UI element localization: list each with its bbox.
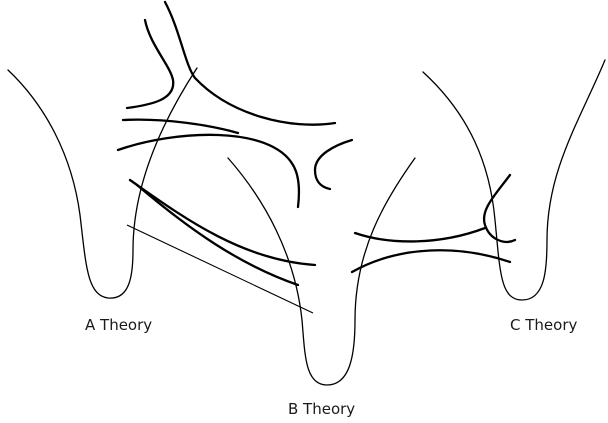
arc-small-hook: [313, 138, 354, 191]
theory-b-well: [227, 157, 416, 386]
arc-right-cross-lower: [350, 249, 512, 274]
connector-line: [126, 224, 314, 314]
label-a-theory: A Theory: [85, 316, 152, 334]
label-b-theory: B Theory: [288, 400, 355, 418]
theory-a-well: [7, 67, 198, 299]
arc-right-cross-upper: [353, 226, 487, 243]
arc-s-hook: [125, 18, 175, 110]
arc-right-loop: [482, 173, 517, 244]
arc-upper-sweep: [116, 133, 301, 209]
arc-lower-diagonal: [135, 183, 300, 287]
theory-c-well: [422, 59, 606, 301]
arc-left-hook: [121, 118, 240, 135]
arc-top-strand: [163, 0, 337, 126]
label-c-theory: C Theory: [510, 316, 577, 334]
arc-middle-curve: [128, 178, 317, 267]
